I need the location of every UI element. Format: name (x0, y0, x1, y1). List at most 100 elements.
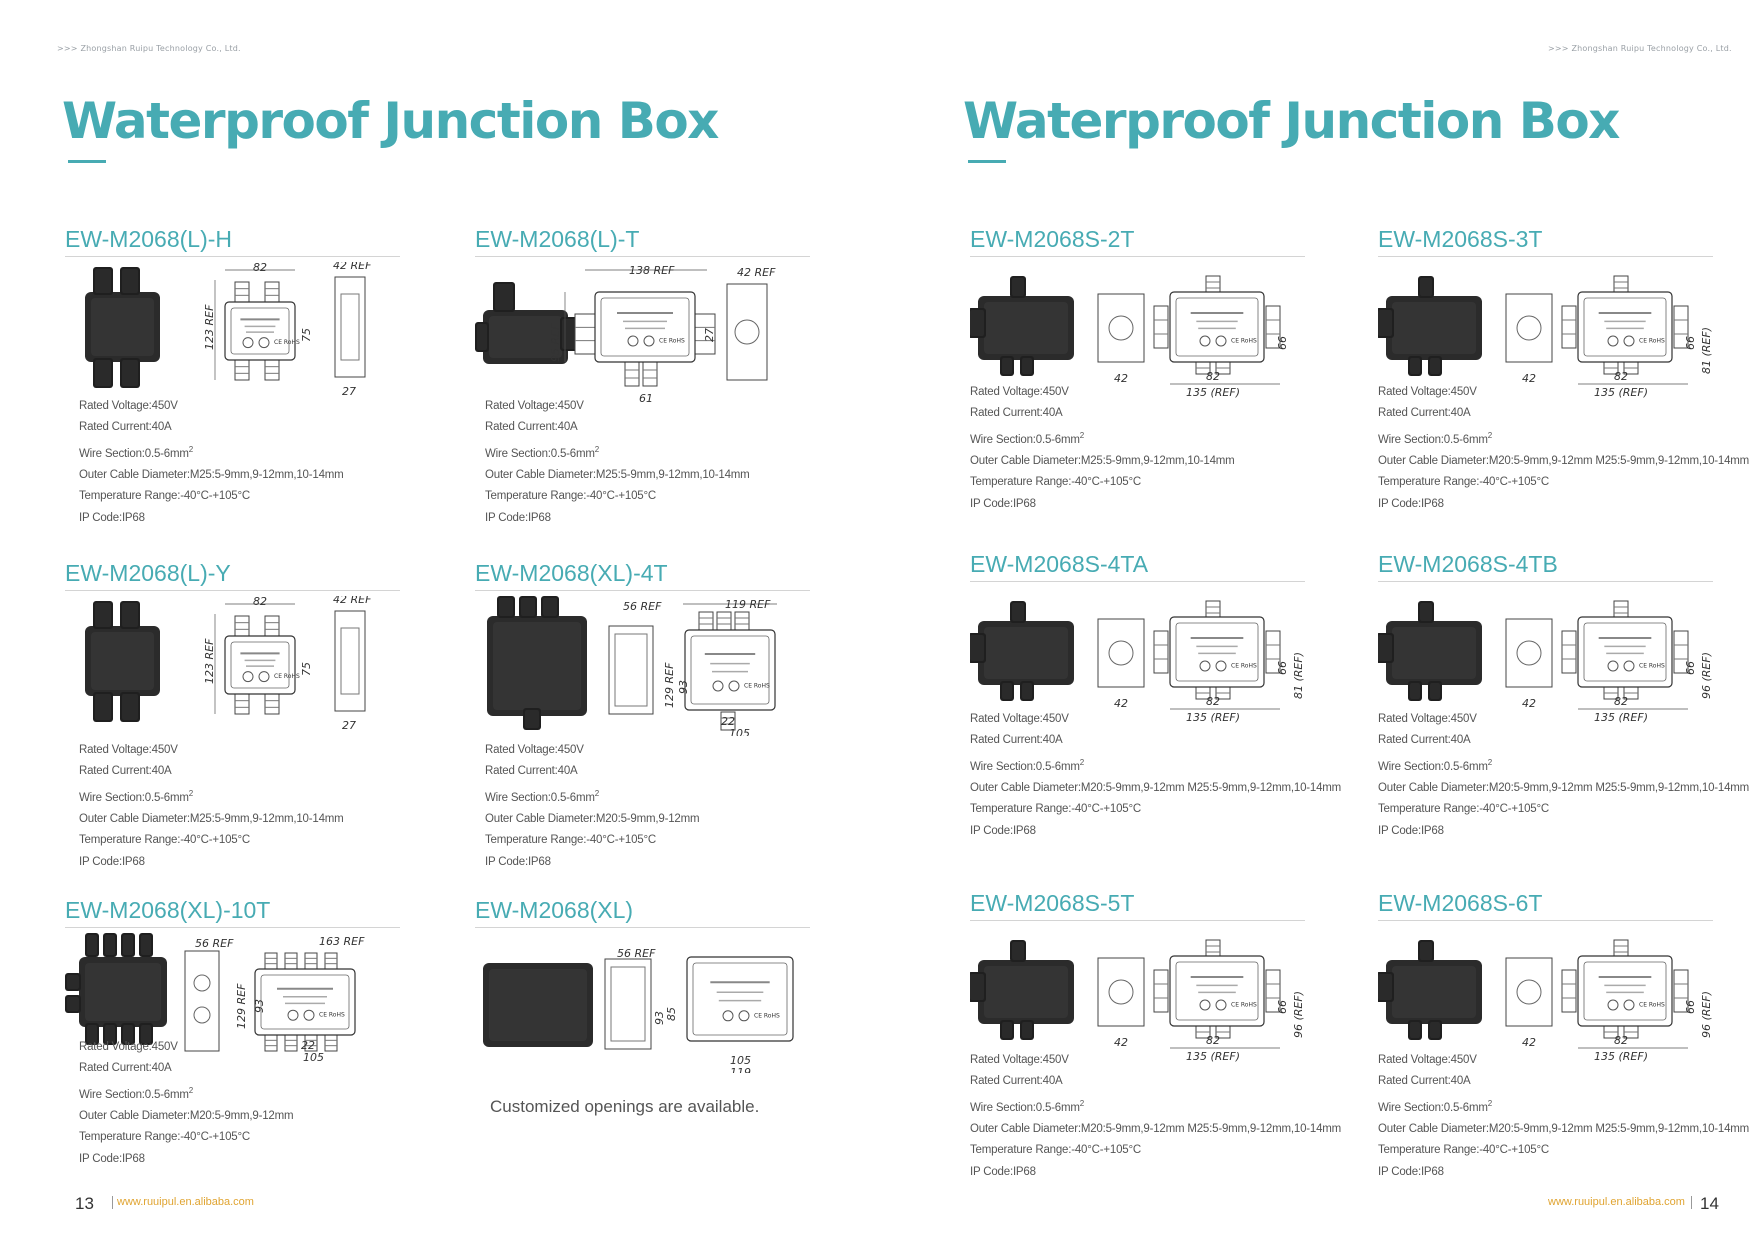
spec-temp: Temperature Range:-40°C-+105°C (1378, 803, 1549, 816)
dimension-label: 119 REF (725, 598, 771, 611)
spec-wire: Wire Section:0.5-6mm2 (970, 430, 1085, 446)
technical-drawing: CE RoHS (224, 301, 300, 361)
dimension-label: 81 (REF) (1292, 652, 1305, 699)
product-model-title: EW-M2068(L)-Y (65, 560, 231, 586)
junction-box-photo (85, 267, 160, 388)
spec-current: Rated Current:40A (79, 765, 172, 778)
dimension-label: 129 REF (663, 662, 676, 708)
product-model-title: EW-M2068S-6T (1378, 890, 1543, 916)
dimension-label: 61 (639, 392, 653, 402)
product-model-title: EW-M2068(L)-T (475, 226, 640, 252)
technical-drawing: CE RoHS (686, 956, 794, 1042)
product-model-title: EW-M2068S-4TA (970, 551, 1149, 577)
spec-voltage: Rated Voltage:450V (970, 386, 1069, 398)
footer-url-right[interactable]: www.ruuipul.en.alibaba.com (1548, 1196, 1685, 1208)
spec-voltage: Rated Voltage:450V (1378, 1054, 1477, 1066)
dimension-label: 105 (303, 1051, 324, 1064)
dimension-label: 93 (653, 1011, 666, 1025)
spec-current: Rated Current:40A (970, 407, 1063, 420)
spec-voltage: Rated Voltage:450V (970, 713, 1069, 725)
spec-cable: Outer Cable Diameter:M20:5-9mm,9-12mm M2… (1378, 455, 1750, 468)
dimension-label: 105 (730, 1054, 751, 1067)
spec-wire: Wire Section:0.5-6mm2 (485, 444, 600, 460)
dimension-label: 56 REF (195, 937, 234, 950)
svg-text:CE RoHS: CE RoHS (1231, 662, 1257, 669)
svg-text:CE RoHS: CE RoHS (1231, 1001, 1257, 1008)
spec-current: Rated Current:40A (970, 1075, 1063, 1088)
dimension-label: 56 REF (617, 947, 656, 960)
dimension-label: 135 (REF) (1594, 1050, 1648, 1063)
dimension-label: 135 (REF) (1594, 711, 1648, 724)
spec-wire: Wire Section:0.5-6mm2 (79, 1085, 194, 1101)
dimension-label: 135 (REF) (1186, 386, 1240, 399)
spec-temp: Temperature Range:-40°C-+105°C (1378, 1144, 1549, 1157)
svg-text:CE RoHS: CE RoHS (319, 1012, 345, 1019)
page-number-left: 13 (75, 1194, 94, 1213)
dimension-label: 66 (1684, 661, 1697, 675)
dimension-label: 93 (253, 999, 266, 1013)
spec-current: Rated Current:40A (79, 421, 172, 434)
dimension-label: 42 (1114, 372, 1128, 385)
dimension-label: 96 (REF) (1700, 652, 1713, 699)
dimension-label: 135 (REF) (1186, 1050, 1240, 1063)
svg-text:CE RoHS: CE RoHS (1639, 1001, 1665, 1008)
dimension-label: 82 (253, 262, 267, 274)
spec-current: Rated Current:40A (485, 765, 578, 778)
spec-voltage: Rated Voltage:450V (485, 400, 584, 412)
spec-temp: Temperature Range:-40°C-+105°C (79, 1131, 250, 1144)
dimension-label: 105 (729, 727, 750, 736)
svg-text:CE RoHS: CE RoHS (744, 683, 770, 690)
spec-current: Rated Current:40A (1378, 407, 1471, 420)
spec-ip: IP Code:IP68 (485, 855, 551, 868)
spec-temp: Temperature Range:-40°C-+105°C (1378, 476, 1549, 489)
footer-url-left[interactable]: www.ruuipul.en.alibaba.com (117, 1196, 254, 1208)
dimension-label: 135 (REF) (1186, 711, 1240, 724)
svg-text:CE RoHS: CE RoHS (659, 337, 685, 344)
spec-cable: Outer Cable Diameter:M20:5-9mm,9-12mm M2… (1378, 1123, 1750, 1136)
footer-separator-left (112, 1196, 113, 1209)
page-number-right: 14 (1700, 1194, 1719, 1213)
junction-box-photo (968, 940, 1074, 1040)
title-rule (1378, 920, 1713, 921)
svg-text:CE RoHS: CE RoHS (754, 1012, 780, 1019)
technical-drawing: CE RoHS (684, 629, 776, 711)
dimension-label: 96 (REF) (1292, 991, 1305, 1038)
dimension-label: 85 (665, 1007, 678, 1021)
title-underline-right (968, 160, 1006, 163)
footer-separator-right (1691, 1196, 1692, 1209)
product-model-title: EW-M2068(L)-H (65, 226, 232, 252)
dimension-label: 42 REF (333, 262, 372, 272)
spec-ip: IP Code:IP68 (1378, 1165, 1444, 1178)
spec-wire: Wire Section:0.5-6mm2 (1378, 430, 1493, 446)
spec-wire: Wire Section:0.5-6mm2 (79, 444, 194, 460)
spec-temp: Temperature Range:-40°C-+105°C (970, 1144, 1141, 1157)
title-rule (475, 256, 810, 257)
spec-temp: Temperature Range:-40°C-+105°C (485, 490, 656, 503)
spec-cable: Outer Cable Diameter:M20:5-9mm,9-12mm M2… (970, 1123, 1342, 1136)
technical-drawing: CE RoHS (254, 968, 356, 1036)
technical-drawing: CE RoHS (224, 635, 300, 695)
dimension-label: 22 (301, 1039, 315, 1052)
spec-wire: Wire Section:0.5-6mm2 (970, 757, 1085, 773)
product-model-title: EW-M2068(XL)-10T (65, 897, 271, 923)
spec-current: Rated Current:40A (970, 734, 1063, 747)
spec-cable: Outer Cable Diameter:M25:5-9mm,9-12mm,10… (485, 469, 750, 482)
technical-drawing: CE RoHS (1577, 291, 1673, 363)
spec-ip: IP Code:IP68 (970, 497, 1036, 510)
dimension-label: 82 (1614, 695, 1628, 708)
spec-wire: Wire Section:0.5-6mm2 (1378, 1098, 1493, 1114)
spec-list: Rated Voltage:450V Rated Current:40A Wire … (970, 382, 1235, 515)
spec-cable: Outer Cable Diameter:M20:5-9mm,9-12mm M2… (970, 782, 1342, 795)
